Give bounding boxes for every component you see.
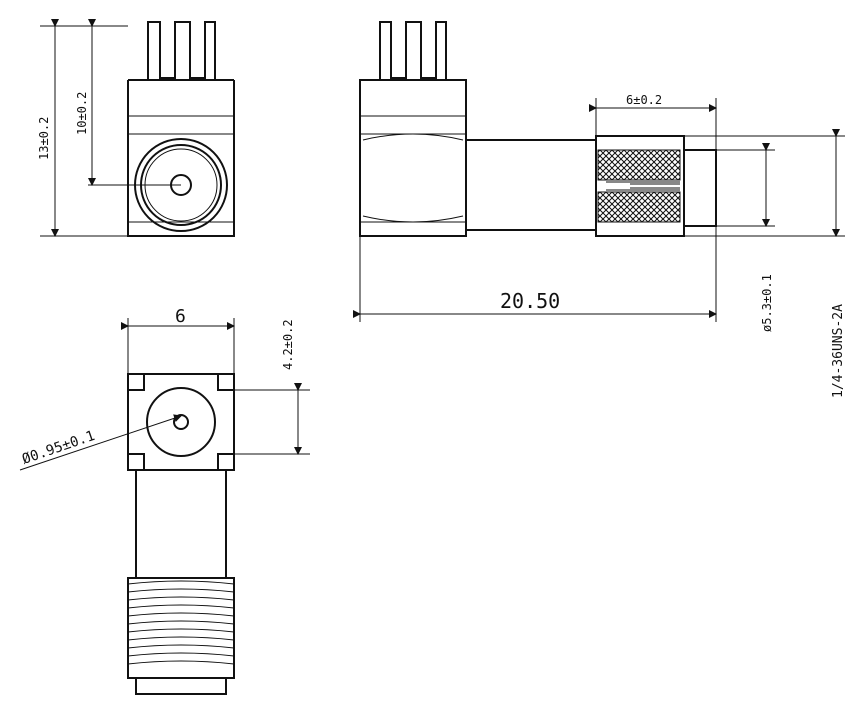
- side-overall-length-label: 20.50: [500, 289, 560, 313]
- bottom-view: [19, 318, 310, 695]
- bottom-offset-label: 4.2±0.2: [281, 319, 295, 370]
- side-inner-diameter-label: ø5.3±0.1: [760, 274, 774, 332]
- thread-ridges: [127, 580, 235, 665]
- thread-spec-label: 1/4-36UNS-2A: [831, 304, 846, 398]
- side-thread-length-label: 6±0.2: [626, 93, 662, 107]
- bottom-width-label: 6: [175, 306, 186, 327]
- front-height-label: 13±0.2: [37, 117, 51, 160]
- front-view: [40, 19, 235, 237]
- side-view: [353, 21, 845, 322]
- front-center-height-label: 10±0.2: [75, 92, 89, 135]
